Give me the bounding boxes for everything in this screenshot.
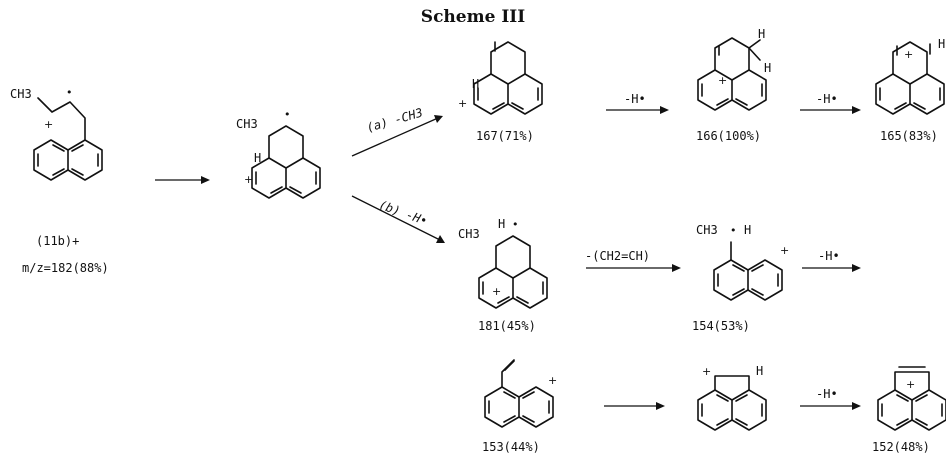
h-label: H [744, 223, 751, 237]
label-mz-182: m/z=182(88%) [22, 261, 109, 275]
h-label: H [758, 27, 765, 41]
radical-dot: • [730, 224, 737, 237]
plus-charge: + [904, 48, 913, 61]
compound-166: H H + [697, 27, 771, 111]
arrow-167-to-166: -H• [606, 92, 669, 114]
plus-charge: + [718, 74, 727, 87]
arrow-to-152: -H• [800, 387, 861, 410]
ch3-label: CH3 [458, 227, 480, 241]
arrow-path-a: (a) -CH3 [351, 105, 443, 157]
arrow-154-to-next: -H• [802, 249, 861, 272]
compound-181: CH3 H • + [458, 217, 548, 309]
radical-dot: • [512, 218, 519, 231]
label-152: 152(48%) [872, 440, 930, 454]
arrow-label: -H• [816, 387, 838, 401]
radical-dot: • [284, 108, 291, 121]
compound-165: + H [875, 37, 945, 115]
plus-charge: + [492, 285, 501, 298]
compound-153: + [484, 359, 557, 428]
arrow-166-to-165: -H• [800, 92, 861, 114]
h-label: H [254, 151, 261, 165]
label-11b: (11b)+ [36, 234, 79, 248]
plus-charge: + [906, 378, 915, 391]
compound-acenaphthenyl: + H [697, 364, 767, 431]
path-a-label: (a) -CH3 [365, 105, 424, 134]
plus-charge: + [702, 365, 711, 378]
compound-11b: CH3 • + [10, 86, 103, 181]
arrow-label: -H• [624, 92, 646, 106]
plus-charge: + [548, 374, 557, 387]
arrow-label: -H• [818, 249, 840, 263]
h-label: H [498, 217, 505, 231]
scheme-title: Scheme III [421, 7, 525, 27]
h-label: H [756, 364, 763, 378]
label-154: 154(53%) [692, 319, 750, 333]
plus-charge: + [458, 97, 467, 110]
label-153: 153(44%) [482, 440, 540, 454]
arrow-label: -(CH2=CH) [585, 249, 650, 263]
label-165: 165(83%) [880, 129, 938, 143]
label-181: 181(45%) [478, 319, 536, 333]
h-label: H [938, 37, 945, 51]
plus-charge: + [44, 118, 53, 131]
ch3-label: CH3 [10, 87, 32, 101]
compound-intermediate: CH3 H • + [236, 108, 321, 199]
compound-154: CH3 • H + [696, 223, 789, 301]
arrow-start-to-intermediate [155, 176, 210, 184]
h-label: H [764, 61, 771, 75]
plus-charge: + [780, 244, 789, 257]
label-167: 167(71%) [476, 129, 534, 143]
ch3-label: CH3 [236, 117, 258, 131]
plus-charge: + [244, 173, 253, 186]
ch3-label: CH3 [696, 223, 718, 237]
arrow-label: -H• [816, 92, 838, 106]
label-166: 166(100%) [696, 129, 761, 143]
radical-dot: • [66, 86, 73, 99]
arrow-181-to-154: -(CH2=CH) [585, 249, 681, 272]
compound-152: + [877, 366, 946, 431]
arrow-path-b: (b) -H• [351, 195, 445, 243]
h-label: H [472, 77, 479, 91]
compound-167: H + [458, 41, 543, 115]
arrow-153-to-intermediate [604, 402, 665, 410]
path-b-label: (b) -H• [377, 198, 429, 228]
